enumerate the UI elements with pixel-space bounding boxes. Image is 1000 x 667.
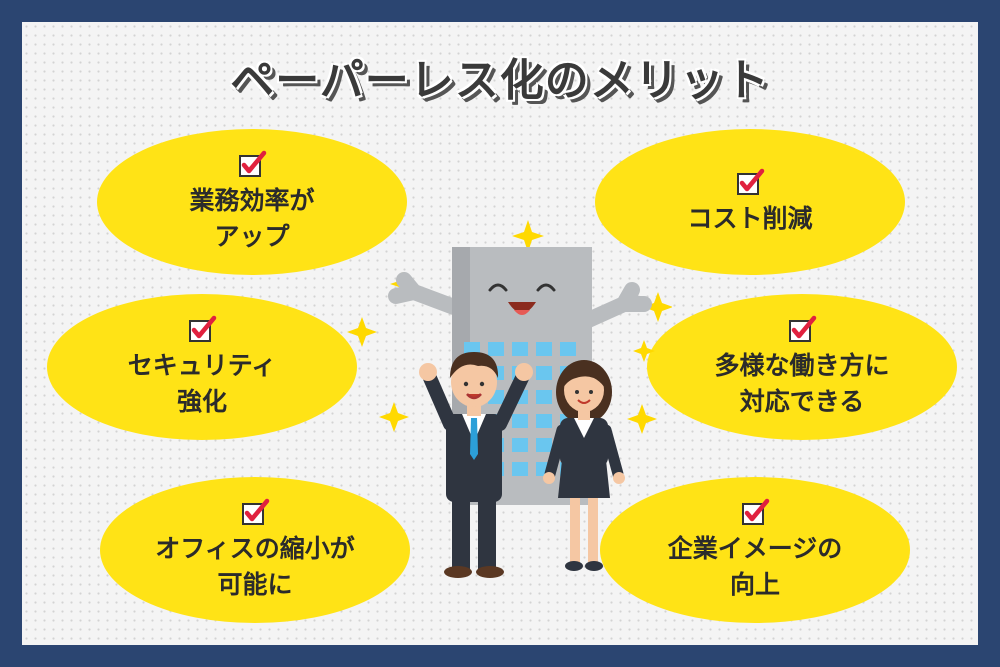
merit-bubble-cost: コスト削減	[595, 129, 905, 275]
merit-bubble-workstyle: 多様な働き方に 対応できる	[647, 294, 957, 440]
illustration	[347, 220, 672, 578]
merit-text: セキュリティ 強化	[127, 351, 277, 416]
merit-text: オフィスの縮小が 可能に	[155, 534, 355, 599]
checkbox-icon	[242, 498, 270, 525]
content-panel: ペーパーレス化のメリット 業務効率が アップ コスト削減 セキュリティ 強化	[22, 22, 978, 645]
merit-text: 企業イメージの 向上	[667, 534, 843, 599]
merit-text: 多様な働き方に 対応できる	[714, 351, 890, 416]
merit-bubble-image: 企業イメージの 向上	[600, 477, 910, 623]
page-title: ペーパーレス化のメリット	[230, 55, 770, 106]
checkbox-icon	[789, 315, 817, 342]
businesswoman-illustration	[543, 360, 625, 571]
merit-text: コスト削減	[687, 204, 813, 233]
merit-text: 業務効率が アップ	[189, 186, 315, 251]
merit-bubble-efficiency: 業務効率が アップ	[97, 129, 407, 275]
businessman-illustration	[419, 352, 533, 578]
merit-bubble-security: セキュリティ 強化	[47, 294, 357, 440]
checkbox-icon	[742, 498, 770, 525]
title-container: ペーパーレス化のメリット	[22, 44, 978, 108]
checkbox-icon	[239, 150, 267, 177]
merit-bubble-office: オフィスの縮小が 可能に	[100, 477, 410, 623]
checkbox-icon	[737, 168, 765, 195]
checkbox-icon	[189, 315, 217, 342]
